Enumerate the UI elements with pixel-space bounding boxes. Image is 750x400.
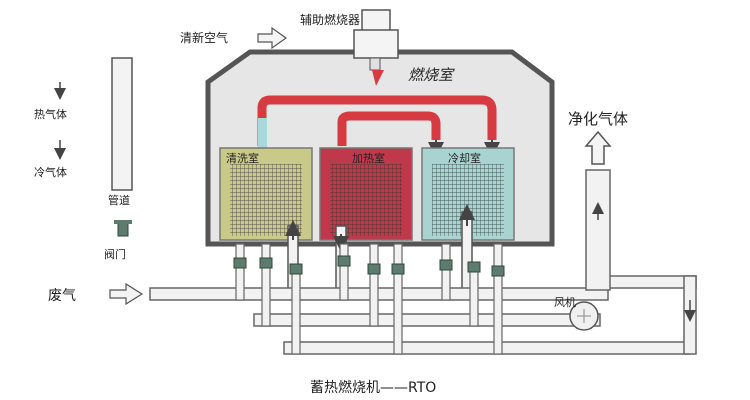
hot-gas-label: 热气体 xyxy=(34,107,67,121)
pipe-legend-icon xyxy=(111,57,133,191)
cold-pipe-segment xyxy=(258,118,267,148)
aux-burner xyxy=(353,9,399,86)
caption: 蓄热燃烧机——RTO xyxy=(310,379,436,396)
hot-pipe-left xyxy=(257,95,497,146)
exhaust-arrow-icon xyxy=(109,282,144,306)
fresh-air-arrow-icon xyxy=(257,26,288,50)
cold-gas-label: 冷气体 xyxy=(34,165,67,179)
hot-pipe-mid xyxy=(337,111,441,146)
flame-icon xyxy=(372,70,384,86)
fresh-air-label: 清新空气 xyxy=(180,30,228,45)
purge-chamber-label: 清洗室 xyxy=(226,151,259,165)
pipe-label: 管道 xyxy=(108,193,130,207)
heating-chamber xyxy=(319,147,413,241)
fan-icon xyxy=(569,301,599,331)
purified-gas-label: 净化气体 xyxy=(568,110,628,128)
exhaust-gas-label: 废气 xyxy=(48,288,76,304)
valve-legend-icon xyxy=(114,220,132,237)
duct-drops xyxy=(235,243,503,355)
combustion-chamber-label: 燃烧室 xyxy=(408,66,455,84)
valve-label: 阀门 xyxy=(104,247,126,261)
purified-gas-arrow-icon xyxy=(584,130,612,165)
fan-label: 风机 xyxy=(554,295,576,309)
heating-chamber-label: 加热室 xyxy=(352,151,385,165)
cooling-chamber-label: 冷却室 xyxy=(448,151,481,165)
valve-icons xyxy=(233,255,505,277)
aux-burner-label: 辅助燃烧器 xyxy=(300,12,360,27)
